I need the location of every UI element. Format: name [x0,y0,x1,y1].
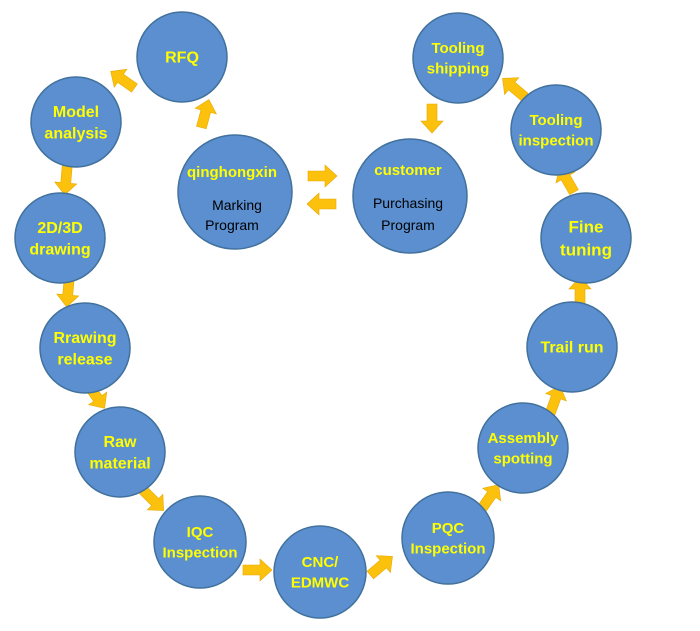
step-label: IQC [187,524,214,541]
arrow-purchasing-to-marking [306,192,337,216]
step-label: RFQ [165,50,199,67]
step-circle [153,495,247,589]
step-circle [510,84,602,176]
step-label: analysis [44,125,107,142]
step-label: shipping [427,60,490,77]
step-pqc-inspection: PQC Inspection [401,491,495,585]
step-label: Inspection [162,544,237,561]
step-label: inspection [518,132,593,149]
step-circle [273,525,367,619]
center-node-marking: qinghongxin Marking Program [177,134,293,250]
step-label: material [89,455,150,472]
step-circle [401,491,495,585]
step-label: EDMWC [291,574,349,591]
arrow-marking-to-rfq [190,96,221,131]
step-label: Tooling [431,40,484,57]
step-label: spotting [493,450,552,467]
step-circle [412,12,504,104]
step-rfq: RFQ [136,11,228,103]
step-label: Inspection [410,540,485,557]
step-label: 2D/3D [37,220,82,237]
step-circle [540,192,632,284]
step-circle [477,402,569,494]
step-label: Tooling [529,112,582,129]
step-label: CNC/ [302,554,339,571]
step-label: Trail run [540,340,603,357]
center-node-purchasing: customer Purchasing Program [352,138,468,254]
step-label: Model [53,104,99,121]
center-right-line2: Program [381,217,435,233]
center-right-line1: Purchasing [373,195,443,211]
step-raw-material: Raw material [74,406,166,498]
step-circle [136,11,228,103]
step-label: Raw [104,434,137,451]
step-label: tuning [560,240,612,259]
step-drawing-2d3d: 2D/3D drawing [14,192,106,284]
step-label: Assembly [488,430,560,447]
step-label: PQC [432,520,465,537]
step-circle [14,192,106,284]
arrow-model-to-drawing [53,164,79,197]
step-tooling-shipping: Tooling shipping [412,12,504,104]
flow-arrows [53,61,592,584]
step-iqc-inspection: IQC Inspection [153,495,247,589]
step-tooling-inspection: Tooling inspection [510,84,602,176]
arrow-marking-to-purchasing [307,164,338,188]
center-left-line1: Marking [212,197,262,213]
step-trail-run: Trail run [526,301,618,393]
arrow-cnc-to-pqc [362,547,401,584]
center-right-title: customer [374,162,442,179]
center-left-line2: Program [205,217,259,233]
arrow-iqc-to-cnc [242,558,273,582]
arrow-shipping-to-customer [420,103,444,134]
step-label: Rrawing [53,330,116,347]
step-circle [30,76,122,168]
step-assembly-spotting: Assembly spotting [477,402,569,494]
step-cnc-edm: CNC/EDMWC [273,525,367,619]
step-circle [526,301,618,393]
step-fine-tuning: Fine tuning [540,192,632,284]
step-label: release [57,351,112,368]
step-circle [39,302,131,394]
step-drawing-release: Rrawing release [39,302,131,394]
step-label: Fine [569,217,604,236]
step-model-analysis: Model analysis [30,76,122,168]
step-label: drawing [29,241,90,258]
center-left-title: qinghongxin [187,164,277,181]
step-circle [74,406,166,498]
